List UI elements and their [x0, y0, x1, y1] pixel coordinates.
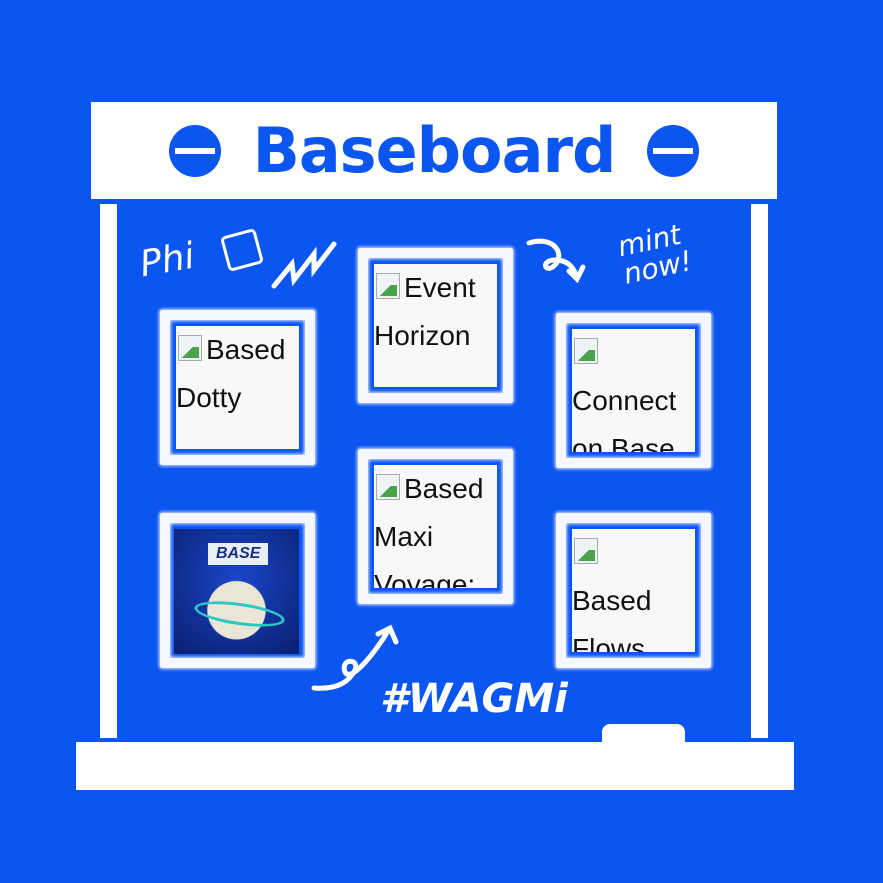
broken-image-icon [572, 336, 602, 364]
image-alt-text: Based Dotty [176, 334, 286, 413]
image-alt-text: Based Maxi Voyage: [374, 473, 484, 588]
image-alt-text: Event Horizon [374, 272, 476, 351]
board-left-post [100, 204, 117, 738]
broken-image-icon [374, 472, 404, 500]
nft-image: Based Maxi Voyage: [374, 465, 497, 588]
page-title: Baseboard [252, 114, 617, 187]
broken-image-icon [176, 333, 206, 361]
zigzag-doodle [271, 241, 337, 289]
chalk-eraser [602, 724, 685, 742]
wagmi-doodle: #WAGMi [380, 676, 568, 722]
image-alt-text: Based Flows [572, 585, 652, 652]
nft-image: Connect on Base [572, 329, 695, 452]
phi-doodle: Phi [136, 235, 198, 286]
arrow-doodle-icon [526, 238, 586, 284]
frame-connect-on-base[interactable]: Connect on Base [556, 313, 711, 468]
base-logo-icon [647, 124, 700, 177]
mint-now-doodle: mint now! [614, 217, 695, 291]
frame-base-planet[interactable]: BASE [160, 513, 315, 668]
broken-image-icon [572, 536, 602, 564]
cube-icon [219, 227, 265, 273]
board-right-post [751, 204, 768, 738]
frame-based-maxi-voyage[interactable]: Based Maxi Voyage: [358, 449, 513, 604]
nft-image: Based Dotty [176, 326, 299, 449]
frame-based-flows[interactable]: Based Flows [556, 513, 711, 668]
arrow-up-doodle-icon [311, 624, 399, 691]
base-logo-icon [168, 124, 221, 177]
image-flag-text: BASE [208, 543, 269, 565]
nft-image: Based Flows [572, 529, 695, 652]
board-header: Baseboard [91, 102, 777, 199]
planet-ring [192, 596, 287, 632]
frame-based-dotty[interactable]: Based Dotty [160, 310, 315, 465]
nft-image: Event Horizon [374, 264, 497, 387]
broken-image-icon [374, 271, 404, 299]
frame-event-horizon[interactable]: Event Horizon [358, 248, 513, 403]
board-shelf [76, 742, 794, 790]
base-planet-image: BASE [174, 529, 299, 654]
image-alt-text: Connect on Base [572, 385, 677, 452]
